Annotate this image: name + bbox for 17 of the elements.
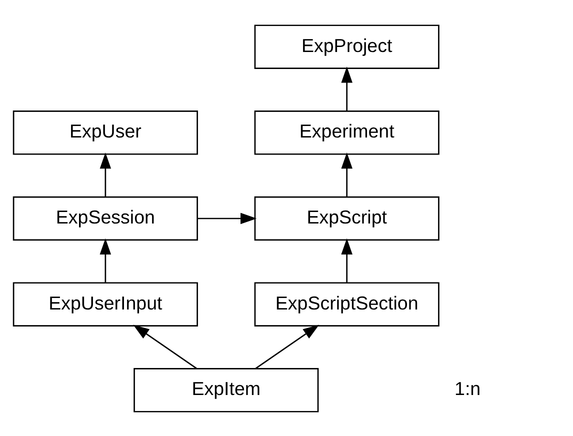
node-box: ExpProject bbox=[254, 24, 440, 68]
node-box: ExpItem bbox=[134, 368, 319, 412]
arrow bbox=[100, 238, 112, 282]
node-box: ExpUserInput bbox=[12, 282, 198, 326]
node-box: ExpScriptSection bbox=[254, 282, 440, 326]
arrow bbox=[133, 324, 198, 369]
arrow bbox=[341, 238, 352, 282]
node-box: Experiment bbox=[254, 110, 440, 154]
node-box: ExpScript bbox=[254, 196, 440, 240]
node-box: ExpUser bbox=[12, 110, 198, 154]
arrow bbox=[341, 152, 352, 197]
arrow bbox=[254, 324, 320, 369]
arrow bbox=[341, 66, 352, 111]
legend-label: 1:n bbox=[454, 378, 481, 399]
node-box: ExpSession bbox=[12, 196, 198, 240]
arrow bbox=[197, 212, 257, 224]
arrow bbox=[100, 152, 112, 197]
